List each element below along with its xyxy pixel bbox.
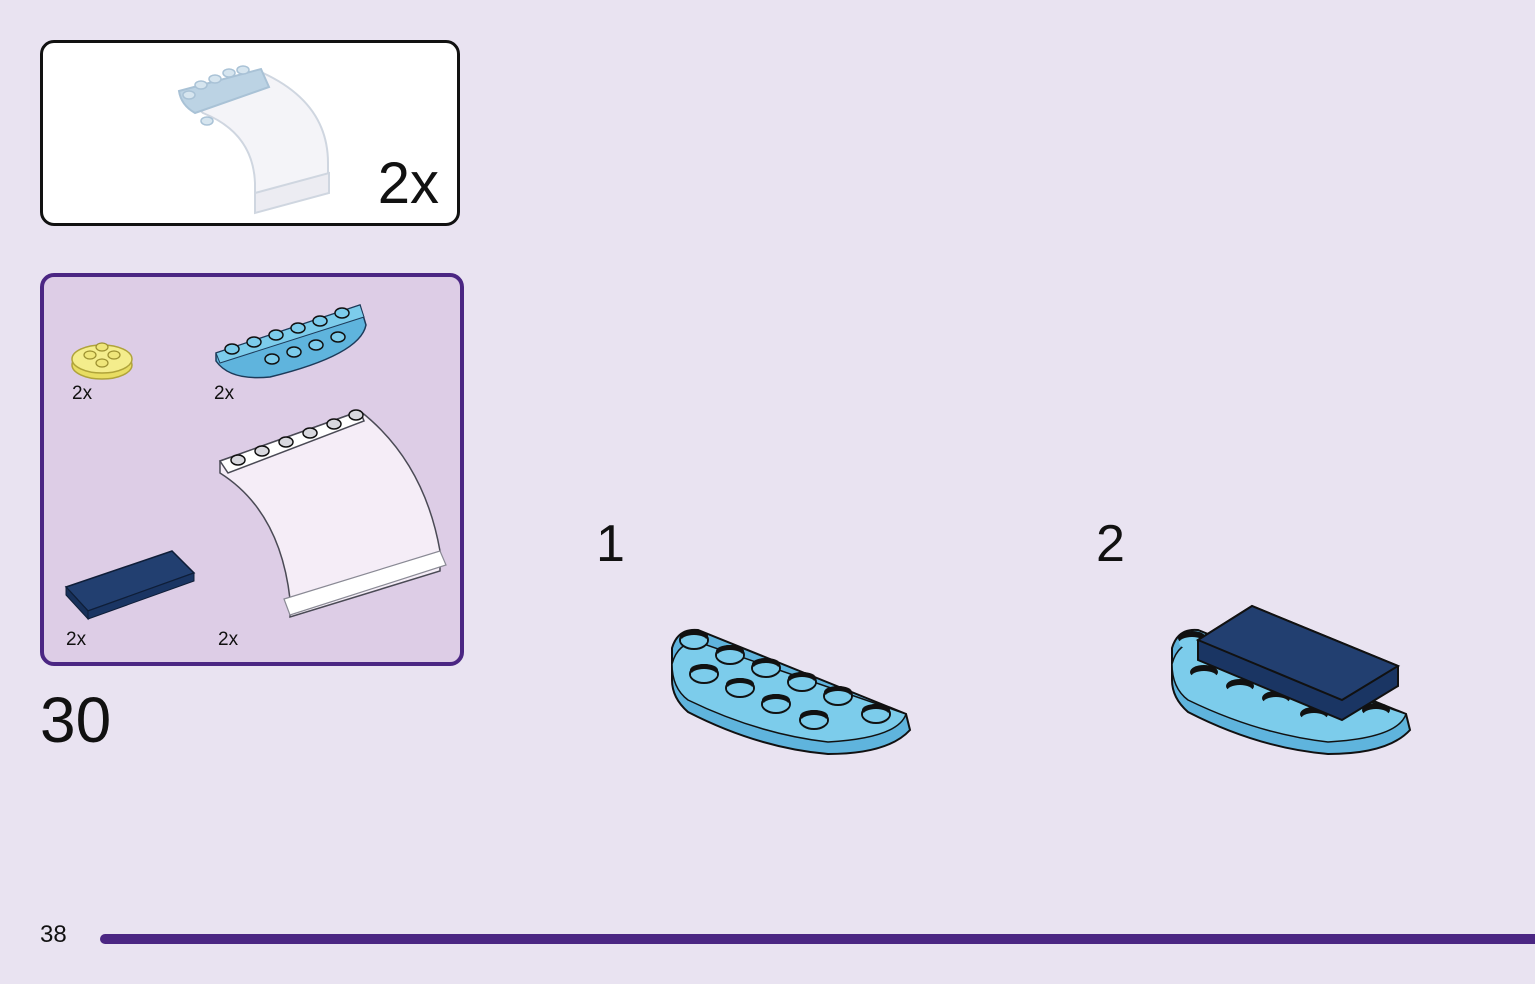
part-qty-light-blue-half-round-plate: 2x bbox=[214, 383, 235, 404]
light-blue-half-round-plate-icon bbox=[215, 304, 367, 379]
part-qty-yellow-round-plate: 2x bbox=[72, 383, 93, 404]
curved-panel-assembly-icon bbox=[177, 65, 330, 215]
submodel-quantity: 2x bbox=[377, 151, 439, 216]
submodel-callout-box: 2x bbox=[40, 40, 460, 226]
clear-curved-panel-icon bbox=[218, 409, 447, 619]
substep-1-half-round-plate-illustration bbox=[671, 628, 912, 756]
substep-number-2: 2 bbox=[1096, 515, 1125, 573]
footer-rule bbox=[100, 934, 1535, 944]
part-qty-dark-blue-tile: 2x bbox=[66, 629, 87, 650]
page-number: 38 bbox=[40, 921, 67, 948]
substep-number-1: 1 bbox=[596, 515, 625, 573]
part-qty-clear-curved-panel: 2x bbox=[218, 629, 239, 650]
substep-2-plate-with-tile-illustration bbox=[1171, 604, 1412, 756]
yellow-round-plate-icon bbox=[71, 342, 133, 380]
step-number: 30 bbox=[40, 684, 112, 756]
parts-list-box: 2x 2x 2x bbox=[40, 273, 464, 666]
dark-blue-tile-icon bbox=[64, 550, 196, 621]
